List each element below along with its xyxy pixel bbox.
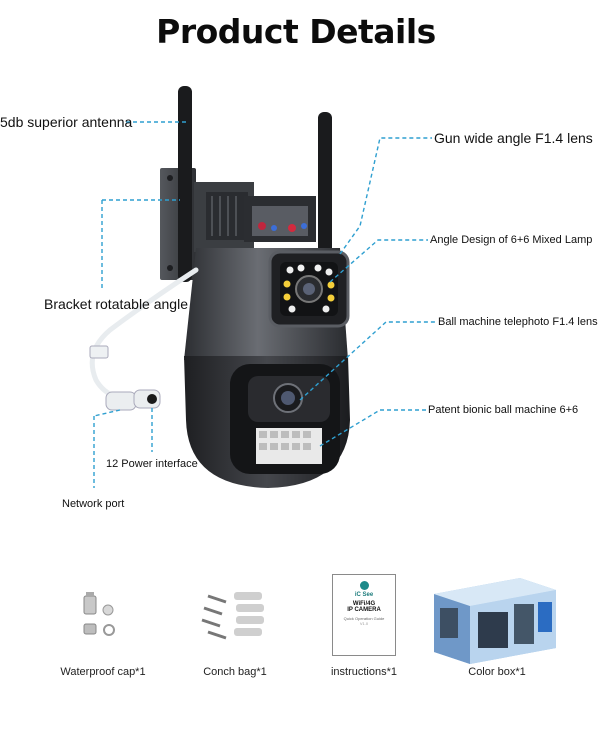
- network-connector: [105, 391, 137, 411]
- manual-line2: IP CAMERA: [347, 607, 381, 613]
- manual-line1: WiFi/4G: [352, 601, 376, 607]
- page-title: Product Details: [156, 12, 436, 51]
- accessory-label-instructions: instructions*1: [330, 666, 398, 678]
- ptz-head: [230, 364, 340, 474]
- callout-bracket: Bracket rotatable angle: [44, 296, 188, 312]
- brand-logo-icon: [359, 581, 369, 590]
- instructions-manual: iC See WiFi/4G IP CAMERA Quick Operation…: [332, 574, 396, 656]
- manual-line4: V1.0: [359, 621, 369, 626]
- callout-network: Network port: [62, 498, 125, 510]
- waterproof-cap-illustration: [83, 592, 115, 636]
- antennas: [178, 86, 332, 282]
- callout-lines: [93, 121, 436, 488]
- manual-brand: iC See: [354, 592, 374, 598]
- callout-gun-lens: Gun wide angle F1.4 lens: [434, 130, 593, 146]
- accessory-label-conch-bag: Conch bag*1: [203, 666, 267, 678]
- callout-antenna: 5db superior antenna: [0, 114, 133, 130]
- accessory-label-color-box: Color box*1: [468, 666, 526, 678]
- gun-camera: [268, 250, 350, 328]
- cable: [89, 267, 199, 401]
- manual-line3: Quick Operation Guide: [343, 616, 385, 621]
- callout-mixed-lamp: Angle Design of 6+6 Mixed Lamp: [430, 234, 593, 246]
- accessory-label-waterproof-cap: Waterproof cap*1: [60, 666, 146, 678]
- conch-bag-illustration: [201, 592, 264, 640]
- cable-clip: [89, 345, 109, 359]
- top-lamp: [244, 196, 316, 242]
- callout-bionic: Patent bionic ball machine 6+6: [428, 404, 579, 416]
- color-box-illustration: [434, 578, 556, 664]
- callout-power: 12 Power interface: [106, 458, 198, 470]
- callout-telephoto: Ball machine telephoto F1.4 lens: [438, 316, 598, 328]
